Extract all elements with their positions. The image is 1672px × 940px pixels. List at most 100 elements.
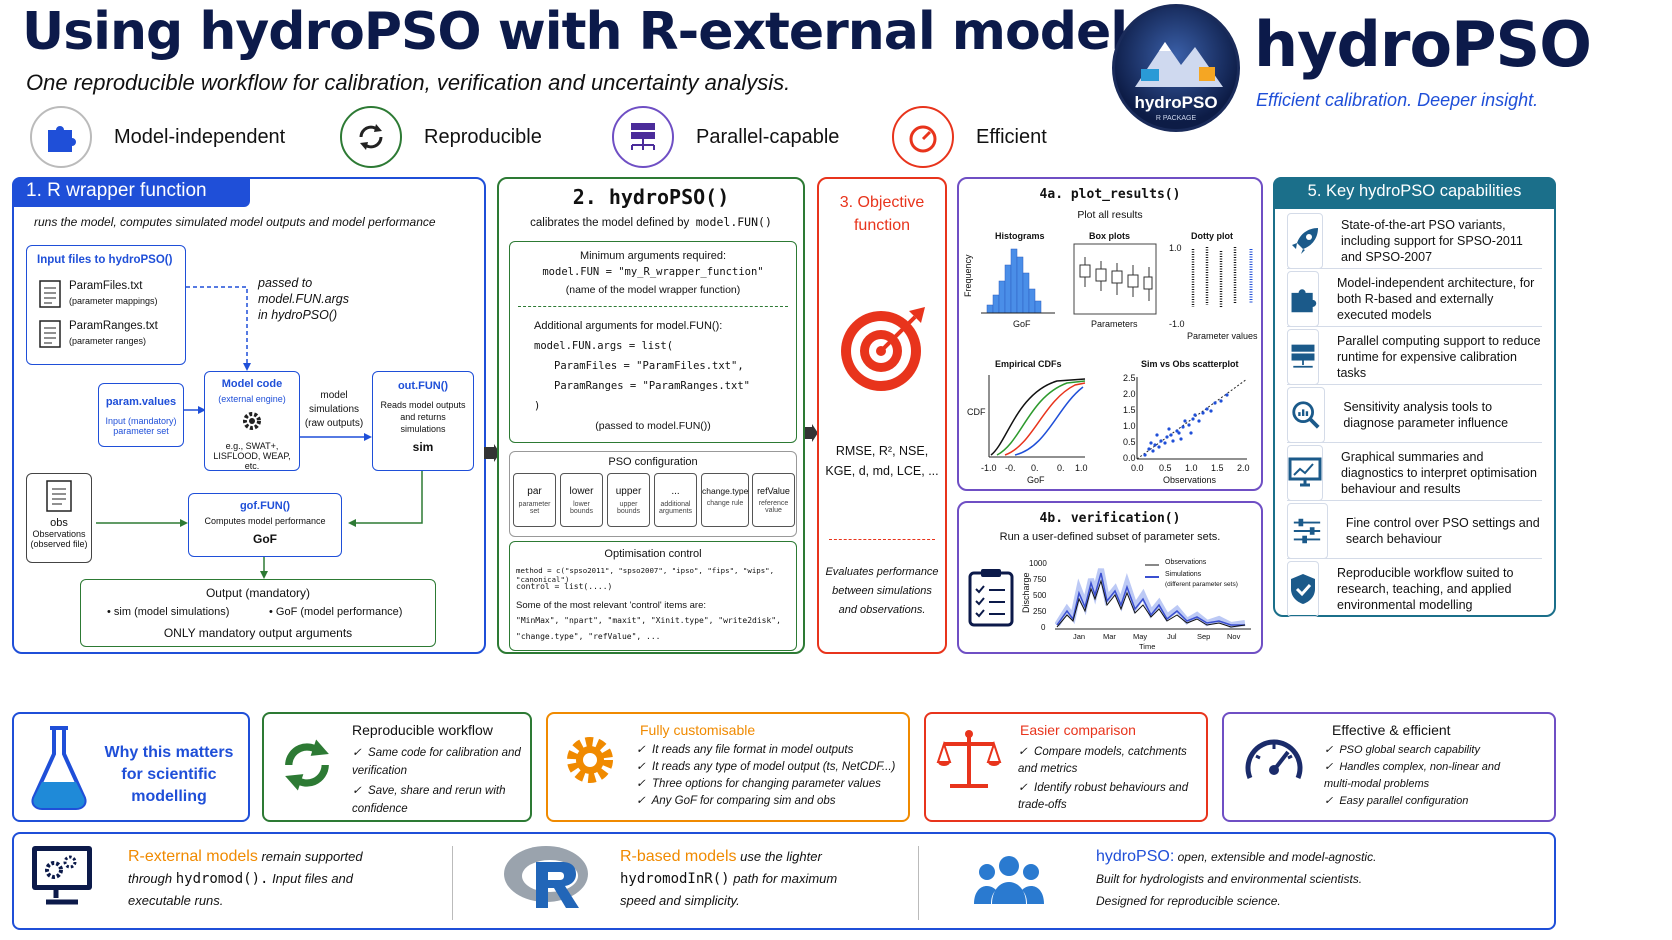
footer-hydropso: hydroPSO: open, extensible and model-agn… — [1096, 846, 1536, 912]
comparison-title: Easier comparison — [1020, 722, 1136, 738]
monitor-chart-icon — [1287, 444, 1323, 501]
gof-fun-box: gof.FUN() Computes model performance GoF — [188, 493, 342, 557]
tick-label: 2.0 — [1123, 389, 1136, 399]
ecdf-chart — [988, 375, 1086, 458]
logo-subtext: R PACKAGE — [1155, 115, 1197, 122]
obs-desc: Observations — [32, 529, 86, 539]
panel-r-wrapper: 1. R wrapper function runs the model, co… — [12, 177, 486, 654]
panel-title: 3. Objective function — [819, 191, 945, 237]
tick-label: 1.0 — [1075, 463, 1088, 473]
output-title: Output (mandatory) — [205, 586, 311, 600]
footer-text: use the lighter — [740, 849, 822, 864]
add-args-title: Additional arguments for model.FUN(): — [534, 320, 723, 332]
month-label: Nov — [1227, 632, 1241, 641]
model-code-example: e.g., SWAT+, — [225, 441, 279, 451]
freq-axis-label: Frequency — [963, 254, 973, 297]
paramfiles-label: ParamFiles.txt — [69, 280, 143, 292]
page-subtitle: One reproducible workflow for calibratio… — [26, 70, 791, 95]
gear-icon — [205, 408, 299, 439]
output-box: Output (mandatory) • sim (model simulati… — [80, 579, 436, 647]
output-sim-text: sim (model simulations) — [113, 606, 230, 618]
oc-line: method = c("spso2011", "spso2007", "ipso… — [516, 566, 775, 584]
title-line: 3. Objective — [839, 194, 925, 211]
legend-observations: Observations — [1165, 559, 1207, 566]
panel-title: 1. R wrapper function — [12, 177, 250, 207]
oc-line: Some of the most relevant 'control' item… — [516, 600, 707, 611]
capability-text: Model-independent architecture, for both… — [1337, 275, 1535, 322]
customisable-title: Fully customisable — [640, 722, 756, 738]
cell-desc: additional arguments — [658, 501, 693, 515]
model-code-box: Model code (external engine) e.g., SWAT+… — [204, 371, 300, 471]
oc-title: Optimisation control — [604, 548, 702, 560]
hydropso-logo: hydroPSO R PACKAGE — [1112, 4, 1240, 132]
arrow-right-icon — [484, 444, 500, 462]
panel-plot-results: 4a. plot_results() Plot all results Hist… — [957, 177, 1263, 491]
obs-box: obs Observations (observed file) — [26, 473, 92, 563]
capability-row: State-of-the-art PSO variants, including… — [1287, 212, 1542, 269]
brand-tagline: Efficient calibration. Deeper insight. — [1256, 90, 1539, 110]
month-label: Sep — [1197, 632, 1211, 641]
model-code-desc: (external engine) — [218, 394, 286, 404]
cell-desc: parameter set — [518, 501, 551, 515]
tick-label: 0.0 — [1131, 463, 1144, 473]
flask-icon — [28, 724, 90, 815]
paramfiles-desc: (parameter mappings) — [69, 296, 158, 306]
tick-label: 1.0 — [1185, 463, 1198, 473]
capability-row: Parallel computing support to reduce run… — [1287, 328, 1542, 385]
check-text: Handles complex, non-linear and multi-mo… — [1324, 761, 1501, 790]
reproducible-list: ✓ Same code for calibration and verifica… — [352, 744, 522, 818]
time-axis-label: Time — [1139, 642, 1156, 651]
eval-line: Evaluates performance — [825, 566, 939, 578]
tick-label: 500 — [1033, 591, 1047, 600]
divider — [829, 539, 935, 540]
rocket-icon — [1287, 212, 1323, 269]
tick-label: 250 — [1033, 607, 1047, 616]
check-item: ✓ It reads any file format in model outp… — [636, 744, 854, 756]
feature-label: Parallel-capable — [696, 125, 840, 148]
capability-text: Parallel computing support to reduce run… — [1337, 333, 1541, 380]
output-note: ONLY mandatory output arguments — [163, 626, 353, 640]
month-label: Jul — [1167, 632, 1177, 641]
server-icon — [1287, 328, 1319, 385]
check-text: Same code for calibration and verificati… — [352, 747, 521, 777]
cell-label: refValue — [757, 486, 790, 496]
code-line: ParamFiles = "ParamFiles.txt", — [554, 360, 744, 372]
paramranges-desc: (parameter ranges) — [69, 336, 147, 346]
customisable-panel: Fully customisable ✓ It reads any file f… — [546, 712, 910, 822]
puzzle-icon — [1287, 270, 1319, 327]
oc-line: "MinMax", "npart", "maxit", "Xinit.type"… — [516, 616, 781, 625]
tick-label: 0.5 — [1159, 463, 1172, 473]
check-text: Compare models, catchments and metrics — [1018, 746, 1187, 775]
out-fun-value: sim — [412, 440, 434, 454]
footer-text: Built for hydrologists and environmental… — [1096, 872, 1363, 886]
cell-label: lower — [569, 486, 594, 497]
users-icon — [974, 852, 1044, 913]
gof-fun-value: GoF — [253, 532, 277, 546]
eval-line: between simulations — [832, 585, 932, 597]
arrow-right-icon — [802, 424, 818, 442]
comparison-list: ✓ Compare models, catchments and metrics… — [1018, 744, 1198, 814]
reproducible-title: Reproducible workflow — [352, 722, 493, 738]
check-text: Three options for changing parameter val… — [652, 778, 881, 790]
out-fun-label: out.FUN() — [397, 380, 449, 392]
target-icon — [837, 303, 929, 400]
tick-label: 1.0 — [1169, 243, 1182, 253]
footer-text: remain supported — [261, 849, 363, 864]
footer-text: executable runs. — [128, 893, 224, 908]
capability-text: State-of-the-art PSO variants, including… — [1341, 217, 1523, 264]
histogram-title: Histograms — [995, 231, 1045, 241]
panel-desc-code: model.FUN() — [695, 215, 772, 229]
cell-desc: upper bounds — [617, 501, 640, 515]
footer-text: speed and simplicity. — [620, 893, 740, 908]
input-files-title: Input files to hydroPSO() — [37, 254, 173, 266]
check-item: ✓ Easy parallel configuration — [1324, 795, 1469, 807]
panel-title: 4a. plot_results() — [1039, 187, 1181, 202]
pso-cell-refvalue: refValue reference value — [752, 473, 795, 527]
panel-title: 5. Key hydroPSO capabilities — [1273, 177, 1556, 209]
cell-desc: reference value — [758, 500, 789, 514]
param-values-desc: parameter set — [113, 426, 169, 436]
monitor-gears-icon — [30, 844, 94, 913]
gear-icon — [562, 732, 618, 793]
